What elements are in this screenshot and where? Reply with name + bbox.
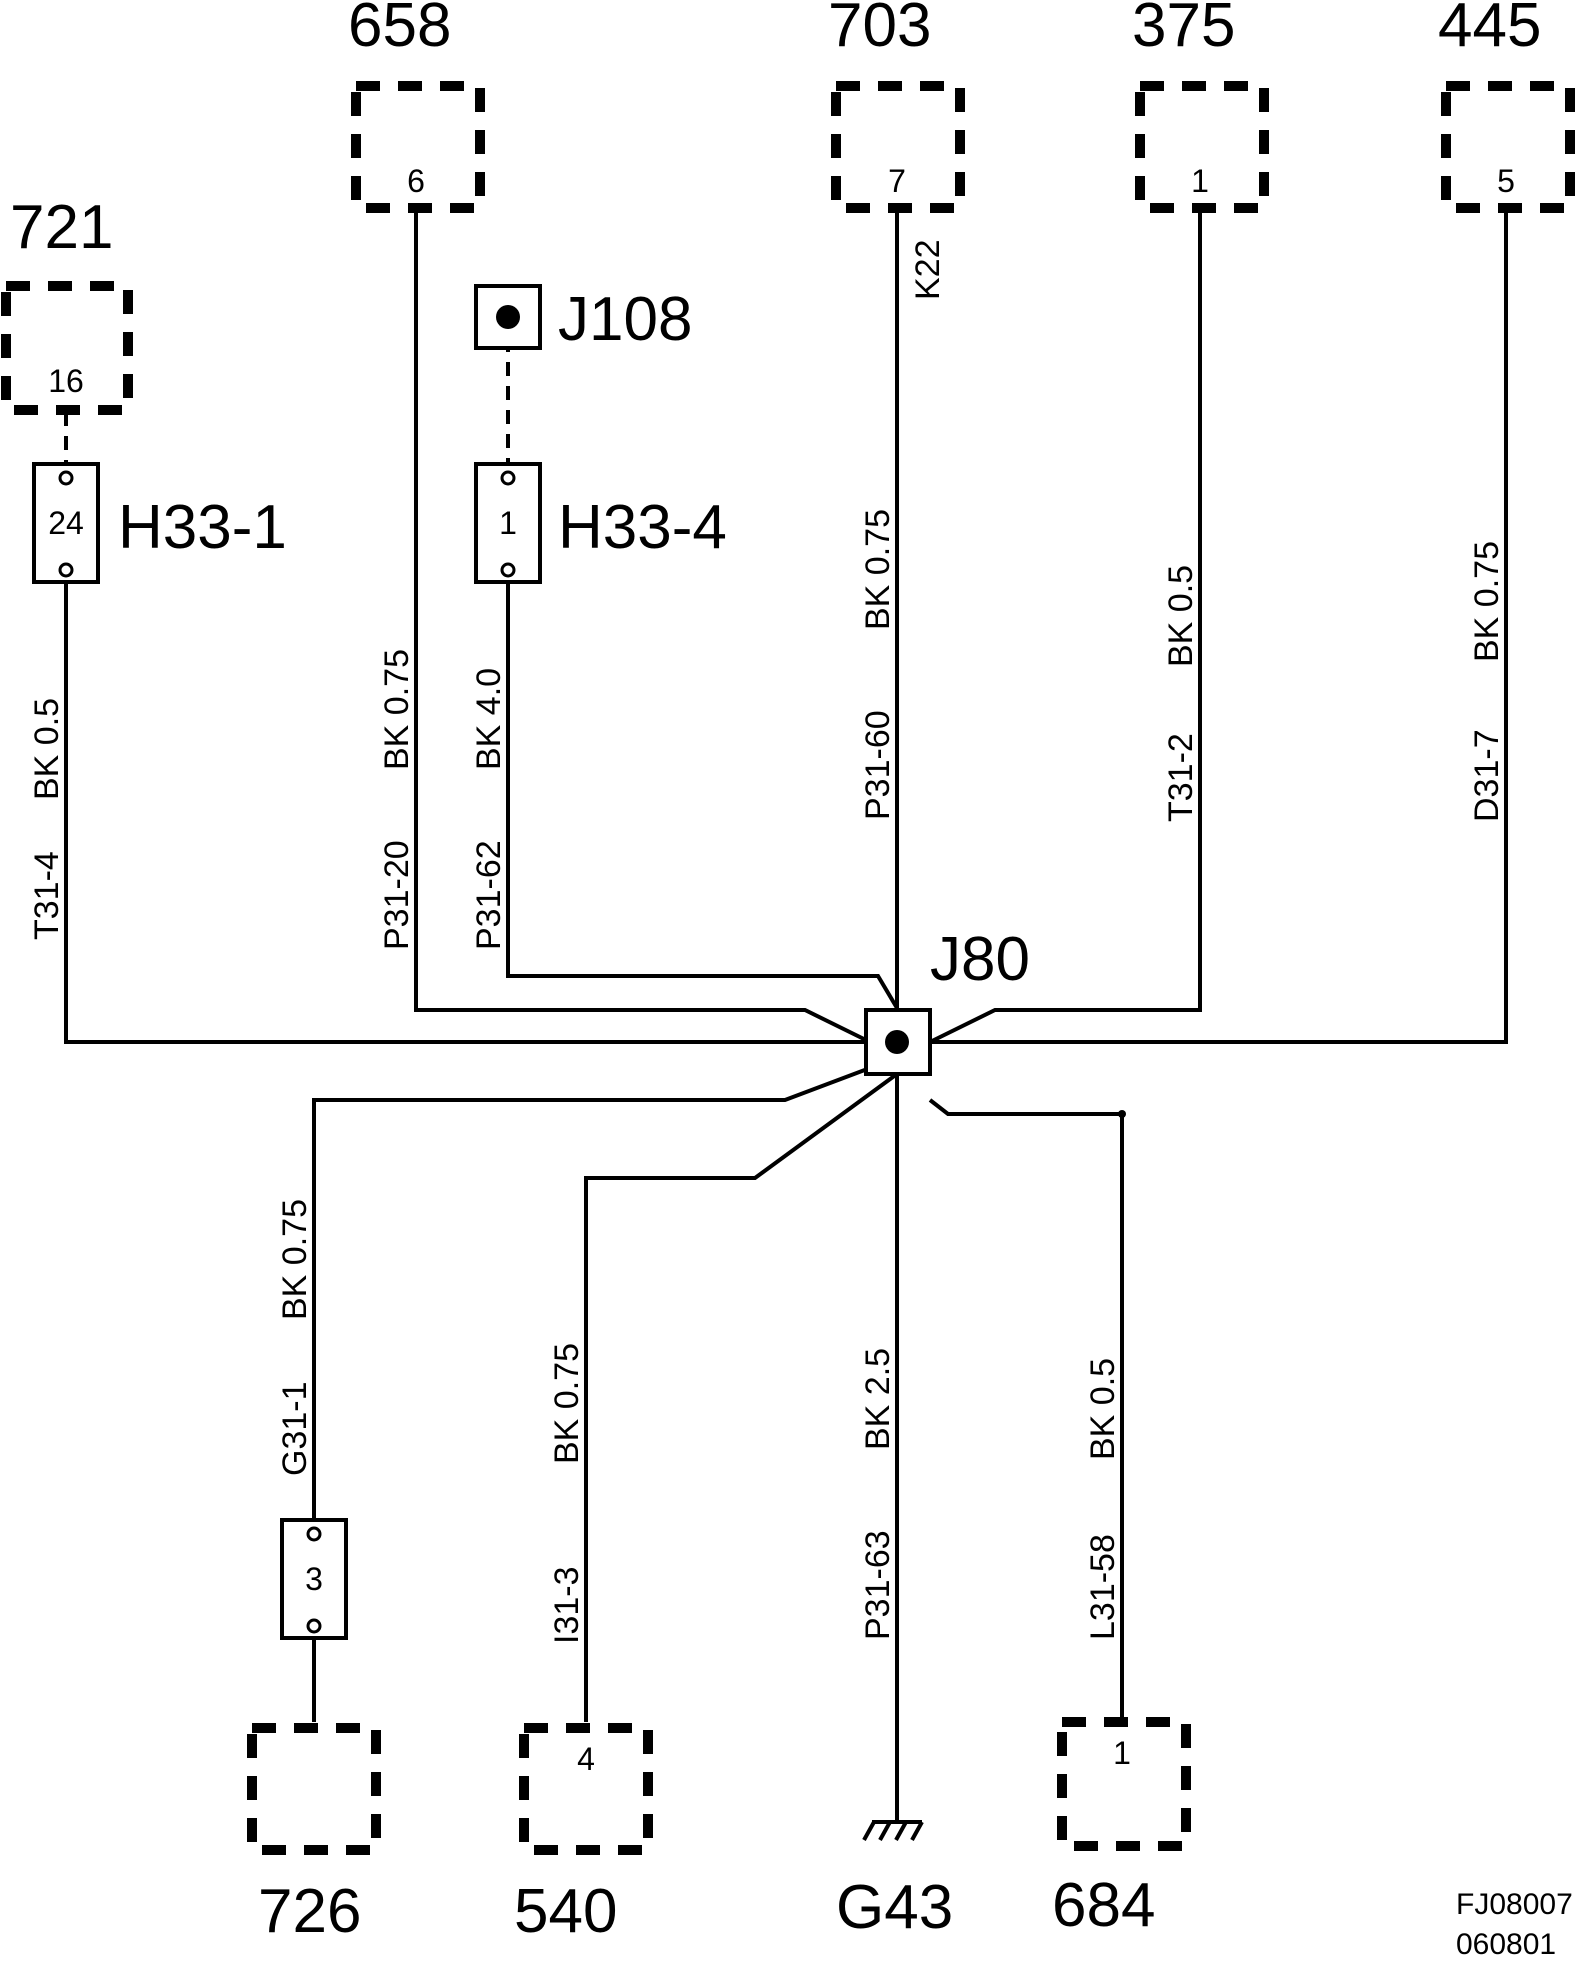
wire-code: T31-4 (28, 851, 66, 940)
reference-line-2: 060801 (1456, 1928, 1556, 1961)
component-label: 375 (1132, 0, 1235, 60)
wire-code: I31-3 (548, 1567, 586, 1645)
component-726: 726 (247, 1723, 381, 1946)
wire-code: G31-1 (276, 1382, 314, 1477)
pin-label: 6 (407, 163, 425, 199)
wire-spec: BK 0.5 (1084, 1358, 1122, 1460)
wire-spec: BK 0.75 (859, 509, 897, 630)
wire-spec: BK 0.75 (378, 649, 416, 770)
pin-label: 4 (577, 1741, 595, 1777)
reference-line-1: FJ08007 (1456, 1888, 1573, 1921)
ground-icon (862, 1820, 924, 1841)
pin-label: 3 (305, 1561, 323, 1597)
wire-code: P31-60 (859, 710, 897, 820)
connector-h33-1: 24 H33-1 (32, 462, 287, 584)
ground-label: G43 (836, 1873, 953, 1942)
reference-code: FJ08007 060801 (1456, 1888, 1573, 1961)
wire-spec: BK 2.5 (859, 1348, 897, 1450)
wire-t31-2 (929, 212, 1202, 1044)
component-label: 445 (1438, 0, 1541, 60)
wire-code: P31-20 (378, 840, 416, 950)
wire-g31-1 (312, 1066, 871, 1526)
component-684: 1 684 (1052, 1717, 1191, 1940)
component-375: 375 1 (1132, 0, 1269, 213)
component-703: 703 7 (828, 0, 965, 213)
component-658: 658 6 (348, 0, 485, 213)
connector-h33-4: 1 H33-4 (474, 462, 727, 584)
splice-label: J108 (558, 285, 692, 354)
pin-label: 1 (1191, 163, 1209, 199)
component-label: 726 (258, 1877, 361, 1946)
wires (64, 212, 1508, 1822)
wire-code: P31-63 (859, 1530, 897, 1640)
pin-label: 16 (48, 363, 84, 399)
pin-label: 1 (1113, 1735, 1131, 1771)
pin-label: 1 (499, 505, 517, 541)
component-label: 721 (10, 193, 113, 262)
wire-t31-4 (64, 574, 870, 1044)
component-540: 4 540 (514, 1723, 653, 1946)
component-label: 658 (348, 0, 451, 60)
pin-label: 24 (48, 505, 84, 541)
component-label: 703 (828, 0, 931, 60)
wire-spec: BK 0.5 (1162, 565, 1200, 667)
connector-inline-3: 3 (280, 1518, 348, 1640)
component-445: 445 5 (1438, 0, 1575, 213)
wire-spec: BK 0.75 (276, 1199, 314, 1320)
splice-dot (885, 1030, 909, 1054)
wire-code: T31-2 (1162, 733, 1200, 822)
component-label: 684 (1052, 1871, 1155, 1940)
splice-j80: J80 (864, 925, 1030, 1076)
wire-labels: T31-4 BK 0.5 P31-20 BK 0.75 P31-62 BK 4.… (28, 240, 1506, 1645)
splice-dot (496, 305, 520, 329)
pin-label: 5 (1497, 163, 1515, 199)
connector-label: H33-4 (558, 493, 727, 562)
wire-end-dot (1118, 1110, 1126, 1118)
wire-spec: BK 0.75 (1468, 541, 1506, 662)
wire-code: D31-7 (1468, 729, 1506, 822)
wire-extra-label: K22 (909, 240, 947, 301)
component-721: 721 16 (1, 193, 133, 415)
wire-code: P31-62 (470, 840, 508, 950)
wire-spec: BK 4.0 (470, 668, 508, 770)
wire-spec: BK 0.5 (28, 698, 66, 800)
component-label: 540 (514, 1877, 617, 1946)
wire-code: L31-58 (1084, 1534, 1122, 1640)
ground-g43: G43 (836, 1820, 953, 1942)
splice-label: J80 (930, 925, 1030, 994)
wire-l31-58 (928, 1098, 1124, 1722)
wire-spec: BK 0.75 (548, 1343, 586, 1464)
wire-d31-7 (930, 212, 1508, 1044)
wire-p31-20 (414, 212, 871, 1044)
pin-label: 7 (888, 163, 906, 199)
connector-label: H33-1 (118, 493, 287, 562)
splice-j108: J108 (474, 284, 692, 354)
wire-i31-3 (584, 1072, 899, 1722)
wire-p31-62 (506, 574, 899, 1010)
